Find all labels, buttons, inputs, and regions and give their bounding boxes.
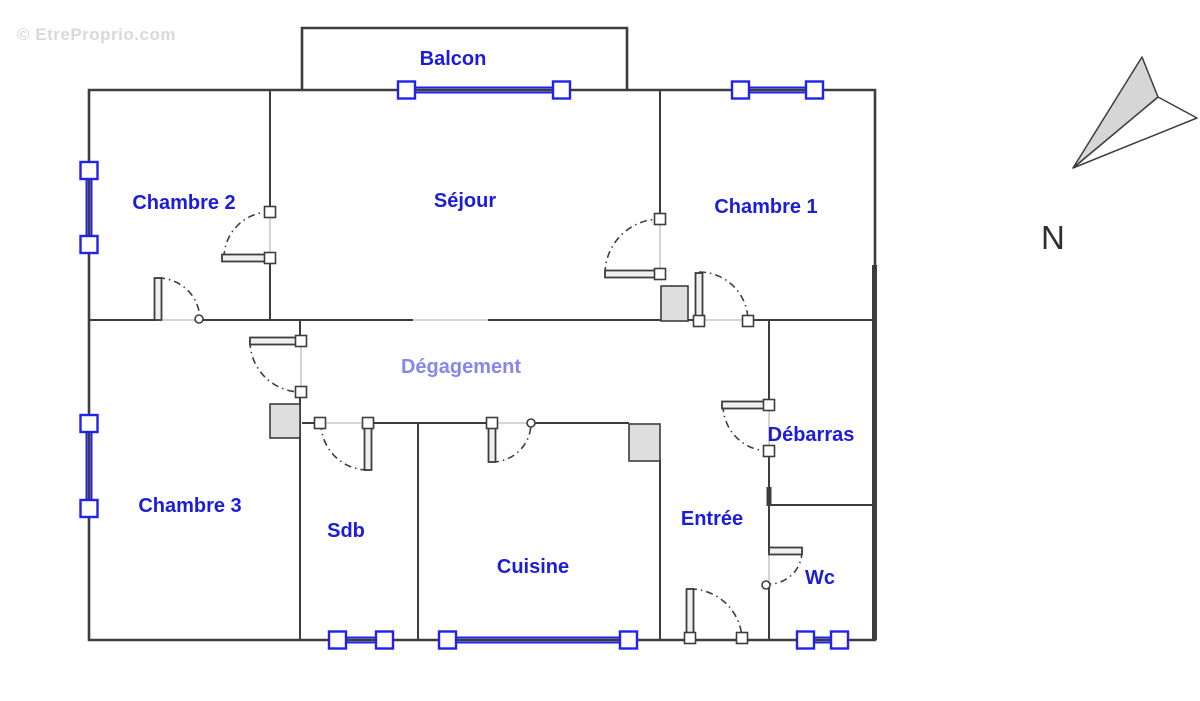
duct-sejour: [660, 285, 689, 322]
door-sdb: [313, 416, 375, 471]
door-chambre3: [249, 334, 308, 399]
window-cuisine: [437, 630, 639, 650]
room-label-cuisine: Cuisine: [497, 556, 569, 578]
duct-chambre3: [269, 403, 301, 439]
door-chambre2-chambre3: [153, 277, 204, 324]
window-wc: [795, 630, 850, 650]
room-label-sdb: Sdb: [327, 520, 365, 542]
room-label-chambre2: Chambre 2: [132, 192, 235, 214]
watermark-text: © EtreProprio.com: [17, 25, 176, 44]
ducts: [269, 285, 689, 462]
door-chambre1: [692, 271, 755, 328]
room-label-chambre1: Chambre 1: [714, 196, 817, 218]
room-labels: Balcon Séjour Chambre 2 Chambre 1 Chambr…: [132, 48, 854, 589]
door-cuisine: [485, 416, 536, 463]
balcony-wall: [300, 26, 629, 90]
door-wc: [761, 546, 803, 590]
duct-cuisine: [628, 423, 661, 462]
room-label-balcon: Balcon: [420, 48, 487, 70]
exterior-walls: [87, 26, 877, 642]
door-sejour: [604, 212, 667, 281]
window-chambre1: [730, 80, 825, 100]
room-label-entree: Entrée: [681, 508, 743, 530]
window-chambre2: [79, 160, 99, 255]
room-label-debarras: Débarras: [768, 424, 855, 446]
door-debarras: [721, 398, 776, 458]
north-compass: N: [1041, 56, 1198, 256]
door-openings: [158, 212, 770, 641]
room-label-chambre3: Chambre 3: [138, 495, 241, 517]
door-chambre2: [221, 205, 277, 265]
north-arrow-icon: [1072, 56, 1159, 169]
outer-wall: [87, 88, 877, 642]
room-label-degagement: Dégagement: [401, 356, 521, 378]
window-sejour: [396, 80, 572, 100]
door-entree: [683, 588, 749, 645]
window-chambre3: [79, 413, 99, 519]
room-label-sejour: Séjour: [434, 190, 496, 212]
room-label-wc: Wc: [805, 567, 835, 589]
north-label: N: [1041, 219, 1065, 256]
windows: [79, 80, 850, 650]
doors: [153, 205, 803, 645]
window-sdb: [327, 630, 395, 650]
